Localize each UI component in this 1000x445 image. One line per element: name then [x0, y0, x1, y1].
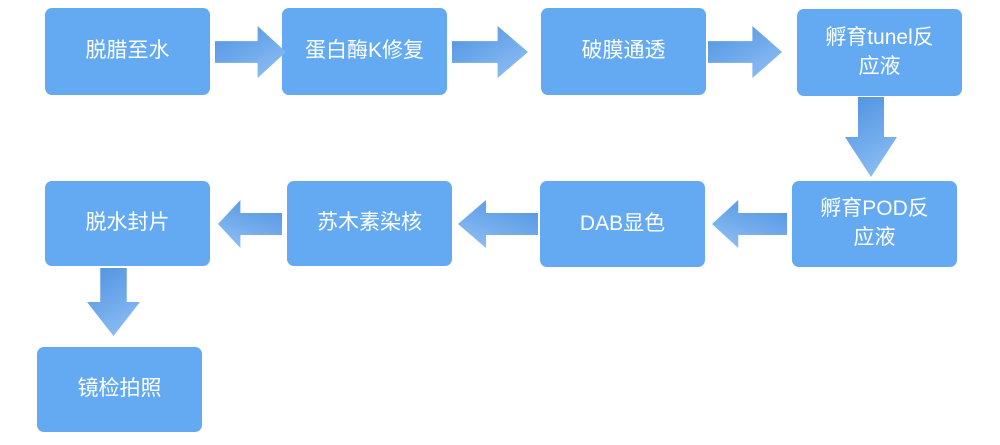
arrow-left-icon — [458, 200, 538, 248]
arrow-left-icon — [218, 200, 282, 248]
arrow-down-icon — [845, 97, 897, 177]
flow-node-tunel-incubation: 孵育tunel反 应液 — [797, 9, 962, 96]
flow-node-dewax: 脱腊至水 — [45, 8, 210, 95]
arrow-left-icon — [712, 200, 787, 248]
arrow-right-icon — [452, 26, 528, 78]
flow-node-microscopy: 镜检拍照 — [37, 347, 202, 432]
arrow-down-icon — [87, 268, 140, 336]
flow-node-pod-incubation: 孵育POD反 应液 — [792, 181, 957, 267]
flow-node-dab: DAB显色 — [540, 181, 705, 267]
arrow-right-icon — [215, 26, 286, 78]
flow-node-permeabilize: 破膜通透 — [541, 8, 706, 95]
flow-node-hematoxylin: 苏木素染核 — [287, 181, 452, 266]
flow-node-proteinase-k: 蛋白酶K修复 — [282, 8, 447, 95]
arrow-right-icon — [708, 26, 782, 78]
flow-node-dehydrate-mount: 脱水封片 — [45, 181, 210, 266]
